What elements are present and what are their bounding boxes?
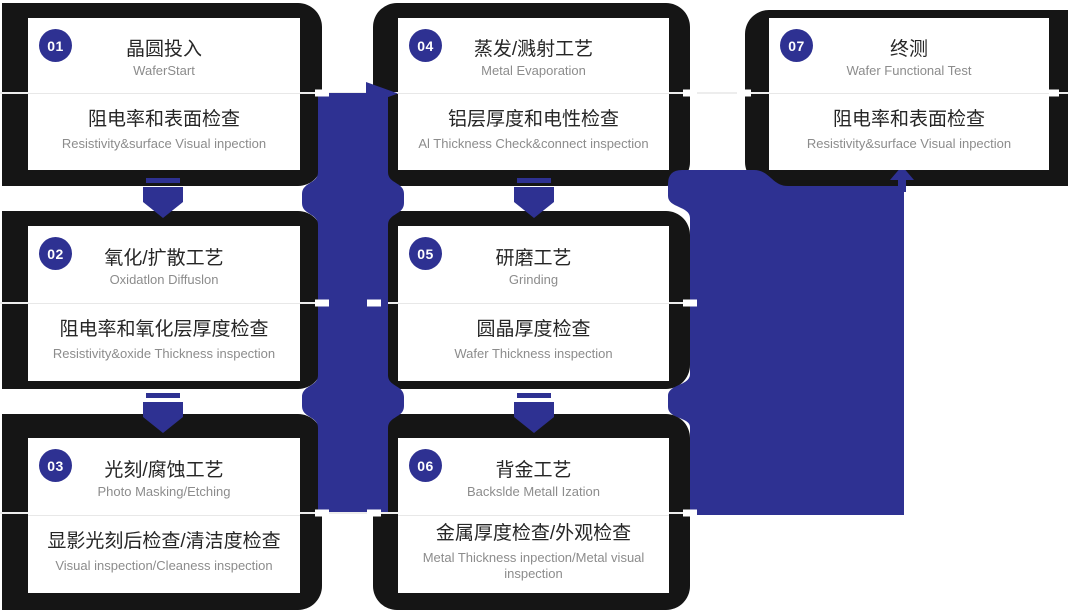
row-divider-line bbox=[0, 512, 700, 514]
inspection-subtitle-en: Al Thickness Check&connect inspection bbox=[418, 135, 649, 151]
inspection-subtitle-en: Resistivity&oxide Thickness inspection bbox=[52, 346, 276, 362]
step-number-badge: 07 bbox=[780, 29, 813, 62]
divider-dash bbox=[315, 89, 1059, 517]
down-arrow-icon bbox=[143, 178, 183, 218]
step-subtitle-en: Wafer Functional Test bbox=[846, 63, 972, 79]
step-card-04: 04 蒸发/溅射工艺 Metal Evaporation 铝层厚度和电性检查 A… bbox=[398, 18, 669, 170]
step-number-badge: 01 bbox=[39, 29, 72, 62]
inspection-section: 阻电率和表面检查 Resistivity&surface Visual inpe… bbox=[28, 93, 300, 169]
step-card-06: 06 背金工艺 Backslde Metall Ization 金属厚度检查/外… bbox=[398, 438, 669, 593]
inspection-section: 阻电率和氧化层厚度检查 Resistivity&oxide Thickness … bbox=[28, 303, 300, 380]
inspection-title: 阻电率和表面检查 bbox=[87, 108, 240, 130]
step-title: 氧化/扩散工艺 bbox=[104, 247, 224, 269]
inspection-section: 阻电率和表面检查 Resistivity&surface Visual inpe… bbox=[769, 93, 1049, 169]
step-card-01: 01 晶圆投入 WaferStart 阻电率和表面检查 Resistivity&… bbox=[28, 18, 300, 170]
down-arrow-icon bbox=[514, 178, 554, 218]
inspection-subtitle-en: Resistivity&surface Visual inpection bbox=[61, 135, 267, 151]
step-number-badge: 06 bbox=[409, 449, 442, 482]
step-subtitle-en: Photo Masking/Etching bbox=[97, 484, 231, 500]
step-number-badge: 04 bbox=[409, 29, 442, 62]
inspection-title: 铝层厚度和电性检查 bbox=[447, 108, 619, 130]
down-arrow-icon bbox=[514, 393, 554, 433]
inspection-section: 金属厚度检查/外观检查 Metal Thickness inpection/Me… bbox=[398, 515, 669, 592]
inspection-title: 圆晶厚度检查 bbox=[476, 319, 591, 341]
step-card-02: 02 氧化/扩散工艺 Oxidatlon Diffuslon 阻电率和氧化层厚度… bbox=[28, 226, 300, 381]
step-title: 晶圆投入 bbox=[125, 38, 202, 60]
connector-band-col1-col2 bbox=[302, 82, 404, 512]
step-subtitle-en: Oxidatlon Diffuslon bbox=[109, 272, 219, 288]
step-card-05: 05 研磨工艺 Grinding 圆晶厚度检查 Wafer Thickness … bbox=[398, 226, 669, 381]
inspection-section: 铝层厚度和电性检查 Al Thickness Check&connect ins… bbox=[398, 93, 669, 169]
down-arrow-icon bbox=[143, 393, 183, 433]
inspection-subtitle-en: Metal Thickness inpection/Metal visual i… bbox=[422, 550, 645, 581]
step-number-badge: 05 bbox=[409, 237, 442, 270]
connector-block-col2-col3 bbox=[668, 166, 914, 515]
step-title: 背金工艺 bbox=[495, 459, 572, 481]
step-number-badge: 03 bbox=[39, 449, 72, 482]
step-card-07: 07 终测 Wafer Functional Test 阻电率和表面检查 Res… bbox=[769, 18, 1049, 170]
step-subtitle-en: Metal Evaporation bbox=[481, 63, 586, 79]
step-subtitle-en: Backslde Metall Ization bbox=[467, 484, 600, 500]
inspection-section: 圆晶厚度检查 Wafer Thickness inspection bbox=[398, 303, 669, 380]
inspection-subtitle-en: Wafer Thickness inspection bbox=[454, 346, 613, 362]
step-title: 终测 bbox=[889, 38, 928, 60]
step-subtitle-en: WaferStart bbox=[133, 63, 195, 79]
inspection-title: 阻电率和表面检查 bbox=[832, 108, 985, 130]
inspection-subtitle-en: Resistivity&surface Visual inpection bbox=[806, 135, 1012, 151]
inspection-title: 阻电率和氧化层厚度检查 bbox=[59, 319, 269, 341]
step-title: 蒸发/溅射工艺 bbox=[473, 38, 594, 60]
step-subtitle-en: Grinding bbox=[508, 272, 559, 288]
step-title: 光刻/腐蚀工艺 bbox=[104, 459, 224, 481]
inspection-title: 金属厚度检查/外观检查 bbox=[435, 523, 632, 545]
inspection-section: 显影光刻后检查/清洁度检查 Visual inspection/Cleaness… bbox=[28, 515, 300, 592]
inspection-title: 显影光刻后检查/清洁度检查 bbox=[47, 531, 281, 553]
step-number-badge: 02 bbox=[39, 237, 72, 270]
step-title: 研磨工艺 bbox=[495, 247, 572, 269]
inspection-subtitle-en: Visual inspection/Cleaness inspection bbox=[55, 558, 273, 574]
step-card-03: 03 光刻/腐蚀工艺 Photo Masking/Etching 显影光刻后检查… bbox=[28, 438, 300, 593]
